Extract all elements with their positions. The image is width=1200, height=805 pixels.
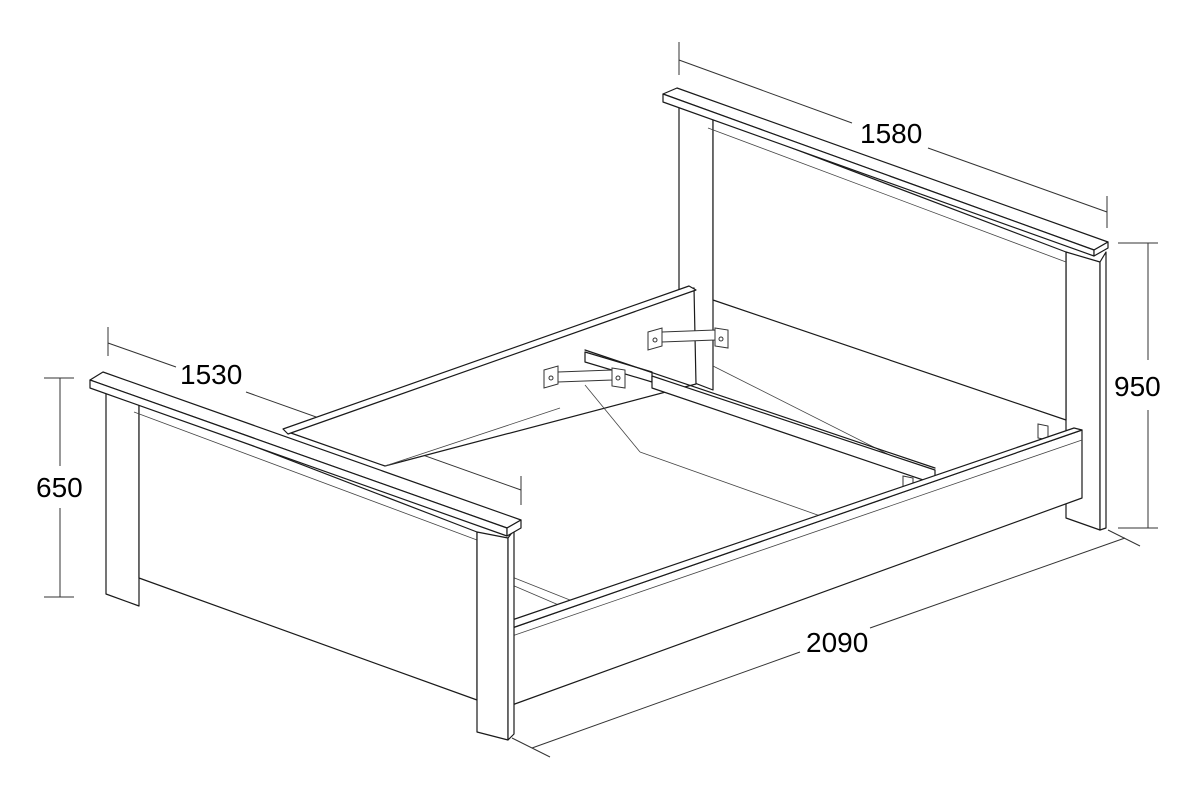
footboard-right-post	[476, 531, 509, 741]
dim-1530-line-left	[107, 342, 177, 368]
base-line-2	[639, 451, 827, 519]
footboard	[89, 371, 522, 741]
footboard-left-post	[105, 389, 140, 607]
brackets	[543, 327, 1049, 491]
bracket-front-hole-2	[615, 375, 621, 381]
bracket-back-hole-1	[652, 337, 658, 343]
bracket-back-hole-2	[718, 336, 724, 342]
center-beam-top-edge	[584, 349, 936, 469]
dim-2090-line-top	[869, 537, 1126, 629]
bracket-front-hole-1	[548, 375, 554, 381]
footboard-cap-end	[506, 519, 522, 537]
headboard-cap-end	[1093, 241, 1109, 257]
dim-label-650: 650	[36, 472, 83, 503]
center-beam-side	[651, 375, 936, 485]
headboard-panel	[712, 117, 1067, 421]
dim-label-1530: 1530	[180, 359, 242, 390]
dim-label-1580: 1580	[860, 118, 922, 149]
bracket-back	[647, 327, 729, 351]
center-beam	[584, 349, 936, 485]
dim-2090-extension-front	[511, 737, 551, 758]
bracket-front-bar	[557, 369, 613, 383]
right-side-rail	[511, 427, 1083, 706]
left-rail-top	[282, 285, 697, 435]
dim-1580-line-right	[927, 147, 1108, 213]
left-rail-floor-line	[384, 407, 561, 467]
dimension-lines	[44, 42, 1158, 758]
base-line-1	[584, 384, 641, 453]
dim-1580-line-left	[678, 59, 853, 124]
dim-label-950: 950	[1114, 371, 1161, 402]
footboard-panel-edge	[133, 411, 478, 541]
footboard-right-post-side	[507, 529, 515, 741]
bracket-back-bar	[661, 329, 716, 343]
bracket-front	[543, 365, 626, 389]
left-side-rail	[282, 285, 697, 467]
headboard	[662, 87, 1109, 531]
headboard-right-post-side	[1099, 251, 1107, 531]
dimension-labels: 1580 1530 950 650 2090	[36, 118, 1161, 658]
dim-2090-line-bottom	[531, 651, 801, 749]
right-rail-inner-edge	[511, 439, 1083, 637]
headboard-panel-edge	[707, 127, 1067, 263]
dim-label-2090: 2090	[806, 627, 868, 658]
right-rail-face	[511, 429, 1083, 706]
